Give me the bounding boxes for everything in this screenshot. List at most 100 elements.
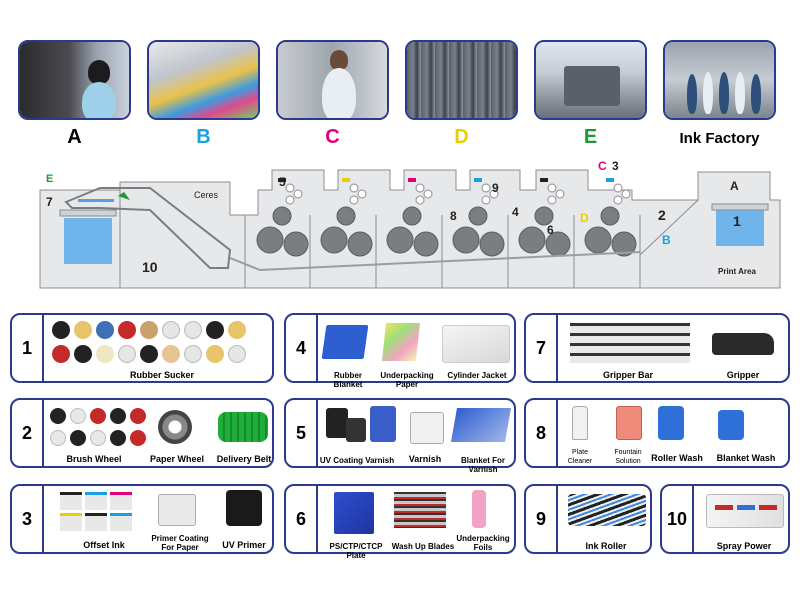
rubber-sucker-grid <box>52 321 267 365</box>
photo-label-b: B <box>196 126 211 148</box>
wash-up-blades-label: Wash Up Blades <box>391 542 455 551</box>
rubber-blanket-label: Rubber Blanket <box>333 371 363 389</box>
print-area-label: Print Area <box>718 267 756 276</box>
primer-coating-can <box>158 494 196 526</box>
panel-9: 9 Ink Roller <box>524 484 652 554</box>
delivery-chain <box>64 187 232 269</box>
marker-5: 5 <box>279 175 286 189</box>
ink-duct <box>606 178 614 182</box>
cylinder <box>347 231 373 257</box>
delivery-belt-label: Delivery Belt <box>216 454 272 464</box>
photo-a <box>18 40 131 120</box>
cylinder <box>452 226 480 254</box>
press-brand: Ceres <box>194 190 219 200</box>
varnish-label: Varnish <box>408 454 442 464</box>
panel-10: 10 Spray Power <box>660 484 790 554</box>
marker-8: 8 <box>450 209 457 223</box>
primer-coating-label: Primer Coating For Paper <box>151 534 209 552</box>
marker-e: E <box>46 173 53 185</box>
uv-coating-can-1 <box>326 408 348 438</box>
fountain-solution-label: Fountain Solution <box>614 449 642 465</box>
marker-1: 1 <box>733 213 741 229</box>
panel-number: 10 <box>662 486 694 552</box>
underpacking-foils-label: Underpacking Foils <box>456 534 510 552</box>
photo-b <box>147 40 260 120</box>
panel-number: 2 <box>12 400 44 466</box>
photo-e <box>534 40 647 120</box>
ink-roller-image <box>568 494 646 526</box>
cylinder <box>534 206 554 226</box>
photo-label-d: D <box>454 126 469 148</box>
brush-wheel-grid <box>50 408 146 448</box>
panel-7: 7 Gripper Bar Gripper <box>524 313 790 383</box>
cylinder <box>336 206 356 226</box>
panel-3: 3 Offset Ink Primer Coating For Paper UV… <box>10 484 274 554</box>
panel-number: 7 <box>526 315 558 381</box>
plate-cleaner-label: Plate Cleaner <box>567 449 593 465</box>
cylinder <box>272 206 292 226</box>
ink-duct <box>540 178 548 182</box>
wash-up-blades-image <box>394 492 446 528</box>
photo-label-e: E <box>583 126 598 148</box>
cylinder <box>402 206 422 226</box>
marker-b: B <box>662 233 671 247</box>
ink-duct <box>342 178 350 182</box>
marker-2: 2 <box>658 207 666 223</box>
cylinder <box>256 226 284 254</box>
gripper-label: Gripper <box>726 370 760 380</box>
panel-number: 8 <box>526 400 558 466</box>
delivery-flag <box>118 192 130 200</box>
printing-press-diagram: Ceres Print Area 1 2 3 4 5 6 7 8 9 10 A … <box>39 160 781 289</box>
photo-d <box>405 40 518 120</box>
cylinder <box>518 226 546 254</box>
rubber-sucker-label: Rubber Sucker <box>129 370 195 380</box>
cylinder <box>611 231 637 257</box>
panel-6: 6 PS/CTP/CTCP Plate Wash Up Blades Under… <box>284 484 516 560</box>
paper-wheel-image <box>158 410 192 444</box>
panel-number: 4 <box>286 315 318 381</box>
ctp-plate-label: PS/CTP/CTCP Plate <box>329 542 383 560</box>
spray-power-label: Spray Power <box>716 541 772 551</box>
cylinder <box>584 226 612 254</box>
panel-number: 3 <box>12 486 44 552</box>
blanket-wash-jug <box>718 410 744 440</box>
delivery-belt-image <box>218 412 268 442</box>
delivery-frame <box>59 209 117 217</box>
feeder-pile <box>716 210 764 246</box>
press-body <box>39 169 781 289</box>
uv-primer-label: UV Primer <box>222 540 266 550</box>
feeder-frame <box>711 203 769 211</box>
offset-ink-label: Offset Ink <box>83 540 125 550</box>
panel-4: 4 Rubber Blanket Underpacking Paper Cyli… <box>284 313 516 389</box>
feeder-ramp <box>639 199 699 256</box>
uv-coating-pail <box>370 406 396 442</box>
marker-d: D <box>580 211 589 225</box>
underpacking-paper-image <box>382 323 420 361</box>
cylinder <box>386 226 414 254</box>
cylinder-jacket-label: Cylinder Jacket <box>447 371 507 380</box>
paper-wheel-label: Paper Wheel <box>149 454 205 464</box>
delivery-pile <box>64 218 112 264</box>
cylinder <box>320 226 348 254</box>
gripper-bar-image <box>570 323 690 363</box>
cylinder <box>600 206 620 226</box>
marker-4: 4 <box>512 205 519 219</box>
varnish-can <box>410 412 444 444</box>
ink-duct <box>278 178 286 182</box>
gripper-image <box>712 333 774 355</box>
roller-wash-label: Roller Wash <box>651 453 703 463</box>
ink-roller-label: Ink Roller <box>585 541 627 551</box>
ink-duct <box>474 178 482 182</box>
cylinder <box>468 206 488 226</box>
cylinder <box>479 231 505 257</box>
fountain-solution-jug <box>616 406 642 440</box>
ink-duct <box>408 178 416 182</box>
photo-label-a: A <box>67 126 82 148</box>
cylinder <box>413 231 439 257</box>
uv-coating-varnish-label: UV Coating Varnish <box>319 456 395 465</box>
roller-wash-jug <box>658 406 684 440</box>
uv-primer-can <box>226 490 262 526</box>
panel-8: 8 Plate Cleaner Fountain Solution Roller… <box>524 398 790 468</box>
delivery-dryer <box>78 199 114 202</box>
cylinder <box>283 231 309 257</box>
